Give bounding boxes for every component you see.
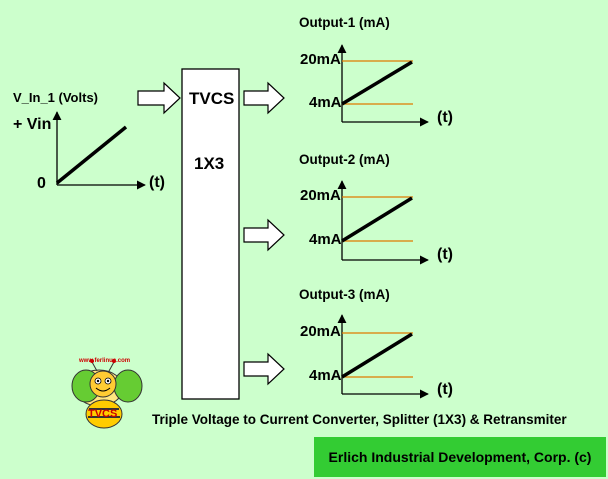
input-ramp-line (55, 125, 128, 185)
converter-name: TVCS (189, 89, 235, 108)
output-2-low-label: 4mA (309, 231, 342, 248)
input-top-label: + Vin (13, 116, 52, 133)
output-2-ramp-line (341, 196, 413, 243)
company-footer: Erlich Industrial Development, Corp. (c) (314, 437, 606, 477)
logo-url-text: www.ferlinuc.com (79, 358, 131, 364)
output-3-ramp-line (341, 332, 413, 379)
logo-mark-text: TVCS (88, 408, 118, 420)
input-graph (52, 111, 146, 190)
input-title: V_In_1 (Volts) (13, 90, 99, 105)
output-2-high-label: 20mA (300, 187, 341, 204)
converter-box (181, 68, 240, 400)
output-3-low-label: 4mA (309, 367, 342, 384)
output-2-time-label: (t) (437, 246, 453, 263)
converter-ratio: 1X3 (194, 154, 225, 173)
output-1-arrow (243, 81, 285, 115)
output-2-title: Output-2 (mA) (299, 152, 390, 167)
output-3-time-label: (t) (437, 381, 453, 398)
output-3-title: Output-3 (mA) (299, 287, 390, 302)
input-zero-label: 0 (37, 175, 46, 192)
output-1-title: Output-1 (mA) (299, 15, 390, 30)
logo-mascot (71, 359, 143, 429)
output-2-graph (337, 180, 429, 265)
output-1-low-label: 4mA (309, 94, 342, 111)
output-1-ramp-line (341, 60, 413, 106)
input-arrow (137, 81, 181, 115)
output-2-arrow (243, 218, 285, 252)
output-3-arrow (243, 352, 285, 386)
output-3-graph (337, 314, 429, 399)
output-3-high-label: 20mA (300, 323, 341, 340)
output-1-time-label: (t) (437, 109, 453, 126)
diagram-caption: Triple Voltage to Current Converter, Spl… (152, 412, 567, 427)
output-1-high-label: 20mA (300, 51, 341, 68)
output-1-graph (337, 44, 429, 127)
input-time-label: (t) (149, 174, 165, 191)
